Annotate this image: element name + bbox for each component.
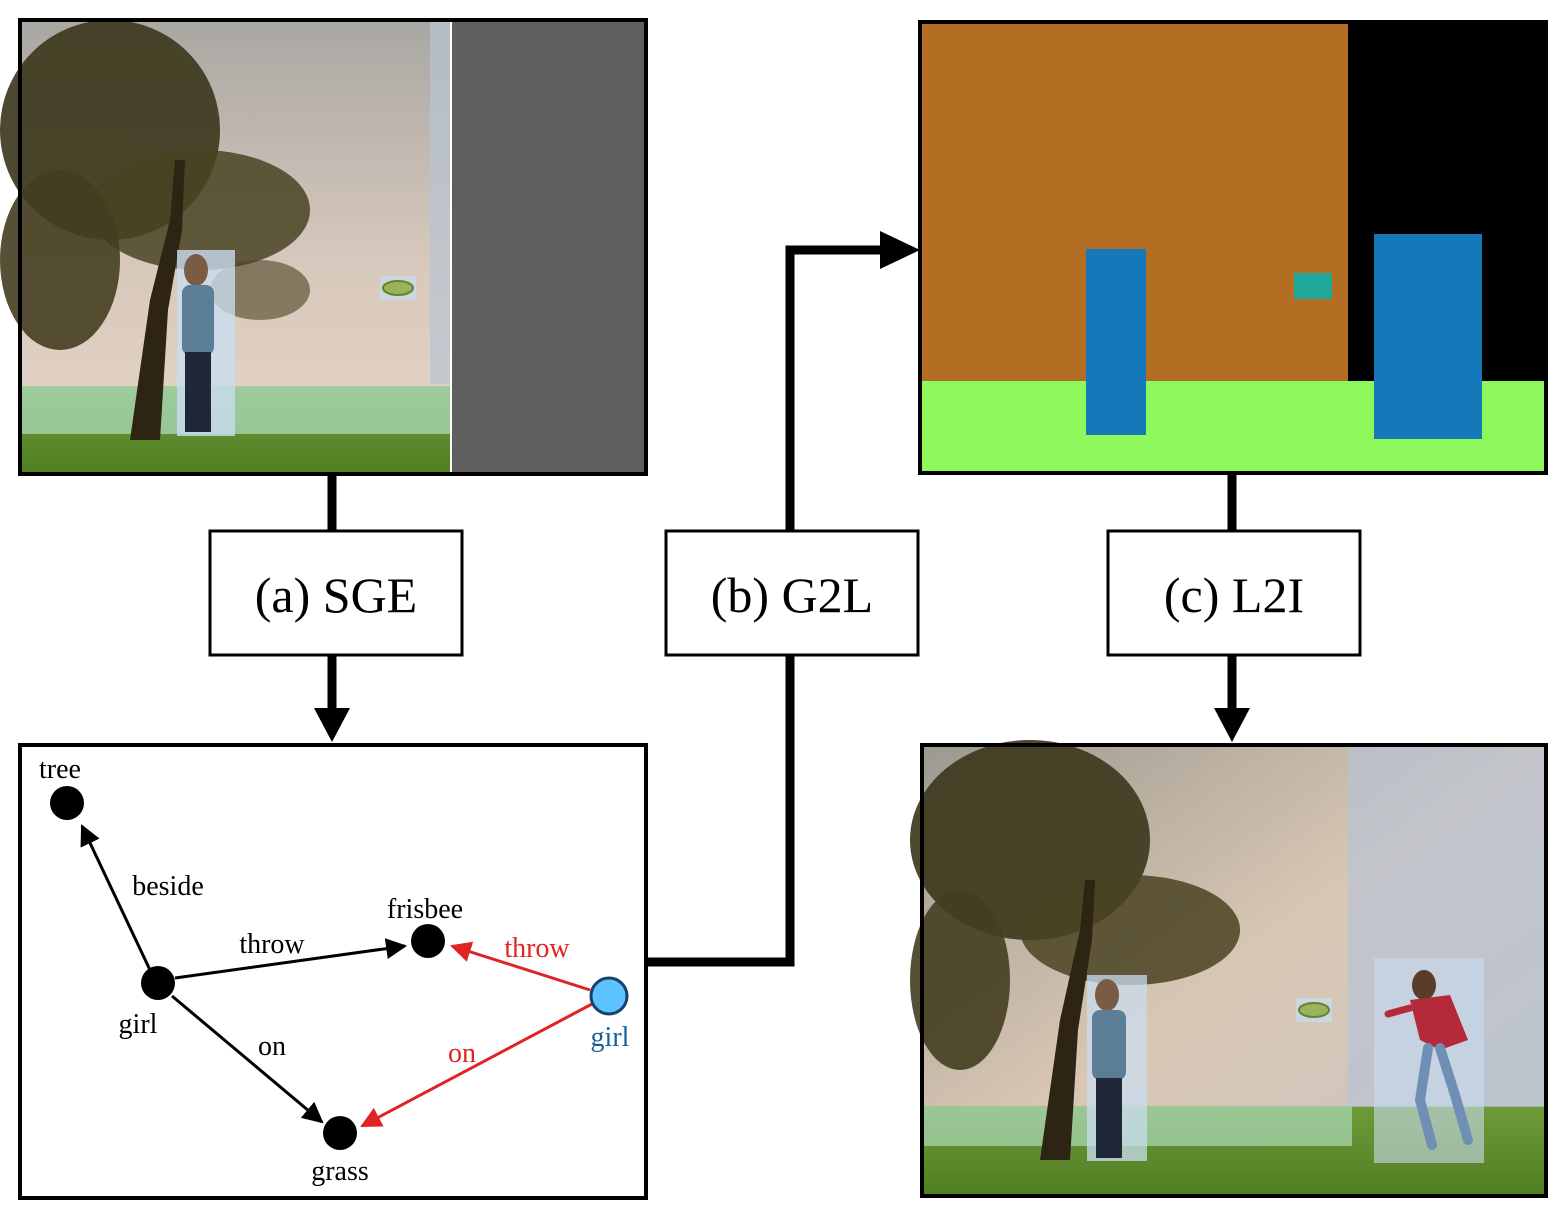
edge-on-old	[171, 994, 324, 1124]
input-image	[0, 18, 648, 476]
node-label-frisbee: frisbee	[387, 894, 463, 925]
arrowhead-l2i	[1214, 708, 1250, 742]
tree-illustration	[0, 20, 310, 440]
layout-frisbee-box	[1294, 273, 1332, 299]
node-girl-new	[589, 976, 629, 1016]
edge-throw-old	[174, 938, 408, 980]
node-label-girl-new: girl	[591, 1022, 630, 1053]
edge-label-on-old: on	[258, 1031, 286, 1062]
tree-illustration-output	[910, 740, 1240, 1160]
node-label-tree: tree	[39, 754, 81, 785]
girl-box-output-2	[1374, 958, 1484, 1163]
stage-label-g2l: (b) G2L	[664, 529, 920, 657]
layout-map	[918, 20, 1548, 475]
edge-label-on-new: on	[448, 1038, 476, 1069]
masked-region	[452, 20, 646, 474]
frisbee-box	[380, 276, 416, 300]
node-girl	[141, 966, 175, 1000]
edge-beside	[80, 824, 152, 971]
node-grass	[323, 1116, 357, 1150]
girl-box-output-1	[1087, 975, 1147, 1161]
arrowhead-g2l	[880, 231, 920, 269]
girl-box	[177, 250, 235, 436]
connectors	[314, 231, 1250, 967]
stage-text-l2i: (c) L2I	[1164, 567, 1304, 623]
frisbee-box-output	[1296, 998, 1332, 1022]
node-tree	[50, 786, 84, 820]
edge-label-throw-new: throw	[504, 933, 570, 964]
edge-on-new	[360, 1002, 593, 1128]
stage-label-sge: (a) SGE	[208, 529, 464, 657]
output-image	[910, 740, 1548, 1198]
layout-person-box-2	[1374, 234, 1482, 439]
stage-label-l2i: (c) L2I	[1106, 529, 1362, 657]
node-label-girl: girl	[119, 1009, 158, 1040]
edge-throw-new	[449, 941, 591, 992]
scene-graph: tree girl frisbee grass girl beside thro…	[18, 743, 648, 1200]
arrowhead-sge	[314, 708, 350, 742]
edge-label-beside: beside	[132, 871, 204, 902]
stage-text-sge: (a) SGE	[255, 567, 417, 623]
stage-text-g2l: (b) G2L	[711, 567, 873, 623]
layout-person-box-1	[1086, 249, 1146, 435]
node-label-grass: grass	[311, 1156, 369, 1187]
edge-label-throw-old: throw	[239, 929, 305, 960]
node-frisbee	[411, 924, 445, 958]
